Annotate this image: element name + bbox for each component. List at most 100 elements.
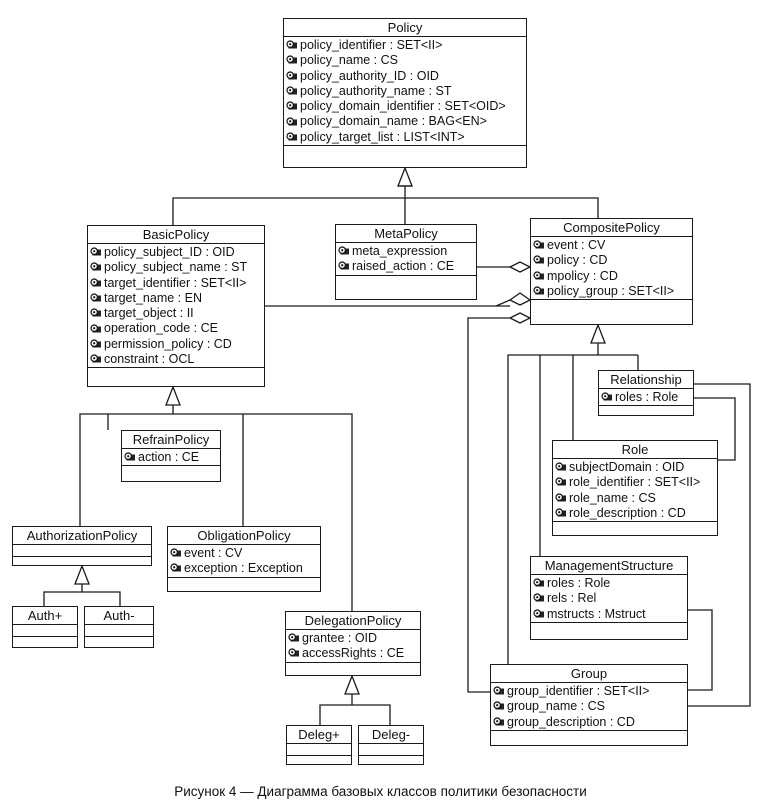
class-attribute: policy_authority_ID : OID (286, 69, 524, 84)
class-name: Deleg- (359, 726, 423, 744)
attribute-icon (286, 117, 298, 126)
class-name: Role (553, 441, 717, 459)
class-attribute: role_description : CD (555, 506, 715, 521)
attribute-text: policy_target_list : LIST<INT> (300, 129, 465, 144)
attribute-icon (90, 278, 102, 287)
aggregation-line (495, 299, 511, 307)
class-attribute: roles : Role (601, 390, 691, 405)
attribute-text: subjectDomain : OID (569, 460, 685, 474)
attribute-text: role_identifier : SET<II> (569, 475, 701, 490)
attribute-list: group_identifier : SET<II>group_name : C… (491, 683, 687, 731)
attribute-icon (533, 609, 545, 618)
class-attribute: operation_code : CE (90, 321, 262, 336)
attribute-list (359, 744, 423, 756)
attribute-text: raised_action : CE (352, 259, 455, 274)
class-auth-plus: Auth+ (12, 606, 78, 648)
generalization-line (319, 704, 391, 725)
class-attribute: group_name : CS (493, 699, 685, 714)
class-attribute: policy_domain_identifier : SET<OID> (286, 99, 524, 114)
attribute-text: exception : Exception (184, 561, 303, 576)
attribute-text: accessRights : CE (302, 646, 405, 661)
class-attribute: group_identifier : SET<II> (493, 684, 685, 699)
attribute-text: group_description : CD (507, 714, 635, 729)
class-attribute: mstructs : Mstruct (533, 607, 685, 622)
class-attribute: action : CE (124, 450, 218, 465)
class-attribute: grantee : OID (288, 631, 418, 646)
class-name: AuthorizationPolicy (13, 527, 151, 545)
attribute-text: meta_expression (352, 244, 448, 258)
attribute-text: policy_group : SET<II> (547, 283, 675, 298)
class-policy: Policy policy_identifier : SET<II>policy… (283, 18, 527, 168)
attribute-icon (286, 86, 298, 96)
attribute-icon (338, 261, 350, 271)
class-deleg-minus: Deleg- (358, 725, 424, 765)
attribute-icon (124, 452, 136, 462)
attribute-text: policy : CD (547, 253, 608, 268)
attribute-text: policy_authority_ID : OID (300, 68, 439, 83)
attribute-text: target_name : EN (104, 290, 202, 305)
attribute-icon (533, 255, 545, 265)
attribute-icon (493, 701, 505, 711)
attribute-list (287, 744, 351, 756)
class-name: CompositePolicy (531, 219, 692, 237)
attribute-icon (288, 648, 300, 658)
attribute-text: action : CE (138, 450, 200, 464)
class-authorization-policy: AuthorizationPolicy (12, 526, 152, 566)
attribute-text: grantee : OID (302, 631, 378, 645)
aggregation-diamond (508, 261, 532, 273)
attribute-icon (338, 246, 350, 256)
attribute-text: role_name : CS (569, 490, 656, 505)
attribute-icon (90, 308, 102, 318)
attribute-icon (286, 101, 298, 111)
class-attribute: permission_policy : CD (90, 337, 262, 352)
attribute-text: role_description : CD (569, 505, 686, 520)
attribute-icon (533, 593, 545, 603)
attribute-icon (90, 293, 102, 303)
attribute-icon (288, 633, 300, 643)
attribute-icon (90, 324, 102, 333)
class-name: Auth+ (13, 607, 77, 625)
class-attribute: rels : Rel (533, 591, 685, 606)
attribute-text: target_identifier : SET<II> (104, 275, 247, 290)
attribute-icon (286, 132, 298, 142)
attribute-icon (493, 686, 505, 696)
attribute-text: policy_subject_name : ST (104, 260, 248, 275)
attribute-icon (533, 271, 545, 280)
attribute-icon (170, 563, 182, 573)
attribute-list (85, 625, 153, 637)
association-line (688, 383, 751, 707)
attribute-icon (90, 262, 102, 272)
class-attribute: policy_identifier : SET<II> (286, 38, 524, 53)
generalization-line (79, 413, 353, 611)
attribute-text: target_object : II (104, 306, 194, 321)
class-attribute: policy_authority_name : ST (286, 84, 524, 99)
association-line (688, 609, 713, 691)
attribute-icon (90, 247, 102, 257)
attribute-text: roles : Role (615, 390, 679, 404)
inheritance-triangle (397, 166, 413, 187)
class-name: ObligationPolicy (168, 527, 320, 545)
aggregation-diamond (508, 312, 532, 324)
attribute-text: policy_domain_identifier : SET<OID> (300, 99, 506, 114)
attribute-text: policy_identifier : SET<II> (300, 38, 443, 52)
class-name: Group (491, 665, 687, 683)
class-attribute: policy : CD (533, 253, 690, 268)
attribute-text: event : CV (184, 546, 243, 560)
attribute-icon (555, 477, 567, 487)
attribute-text: event : CV (547, 238, 606, 252)
attribute-list (13, 625, 77, 637)
attribute-text: policy_subject_ID : OID (104, 245, 235, 259)
attribute-text: group_identifier : SET<II> (507, 684, 650, 698)
class-name: Relationship (599, 371, 693, 389)
attribute-icon (555, 462, 567, 472)
class-attribute: exception : Exception (170, 561, 318, 576)
inheritance-triangle (165, 385, 181, 406)
attribute-icon (90, 339, 102, 349)
attribute-text: policy_domain_name : BAG<EN> (300, 114, 487, 129)
